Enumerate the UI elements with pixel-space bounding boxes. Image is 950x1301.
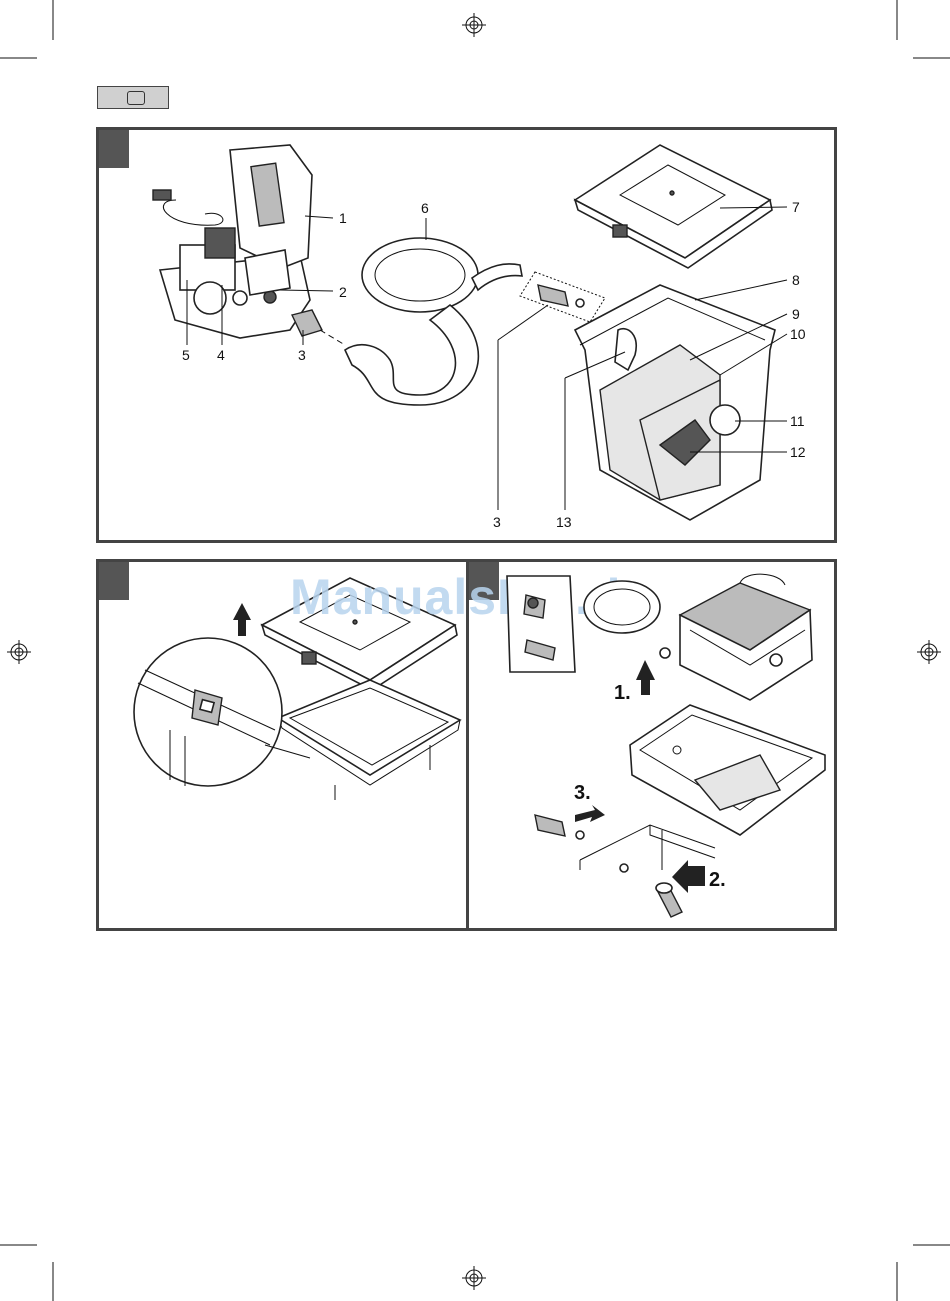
hose-ring-icon xyxy=(584,581,670,658)
wall-section-icon xyxy=(580,825,715,872)
filter-box-open-icon xyxy=(630,705,825,835)
inset-panel-icon xyxy=(507,576,575,672)
step-1-arrow-icon xyxy=(636,660,655,695)
step-2-arrow-icon xyxy=(672,860,705,893)
step-3-label: 3. xyxy=(574,782,591,805)
step-3-arrow-icon xyxy=(575,805,605,822)
pump-module-icon xyxy=(680,574,812,700)
elbow-connector-icon xyxy=(656,883,682,917)
step-2-label: 2. xyxy=(709,869,726,892)
step-1-label: 1. xyxy=(614,682,631,705)
